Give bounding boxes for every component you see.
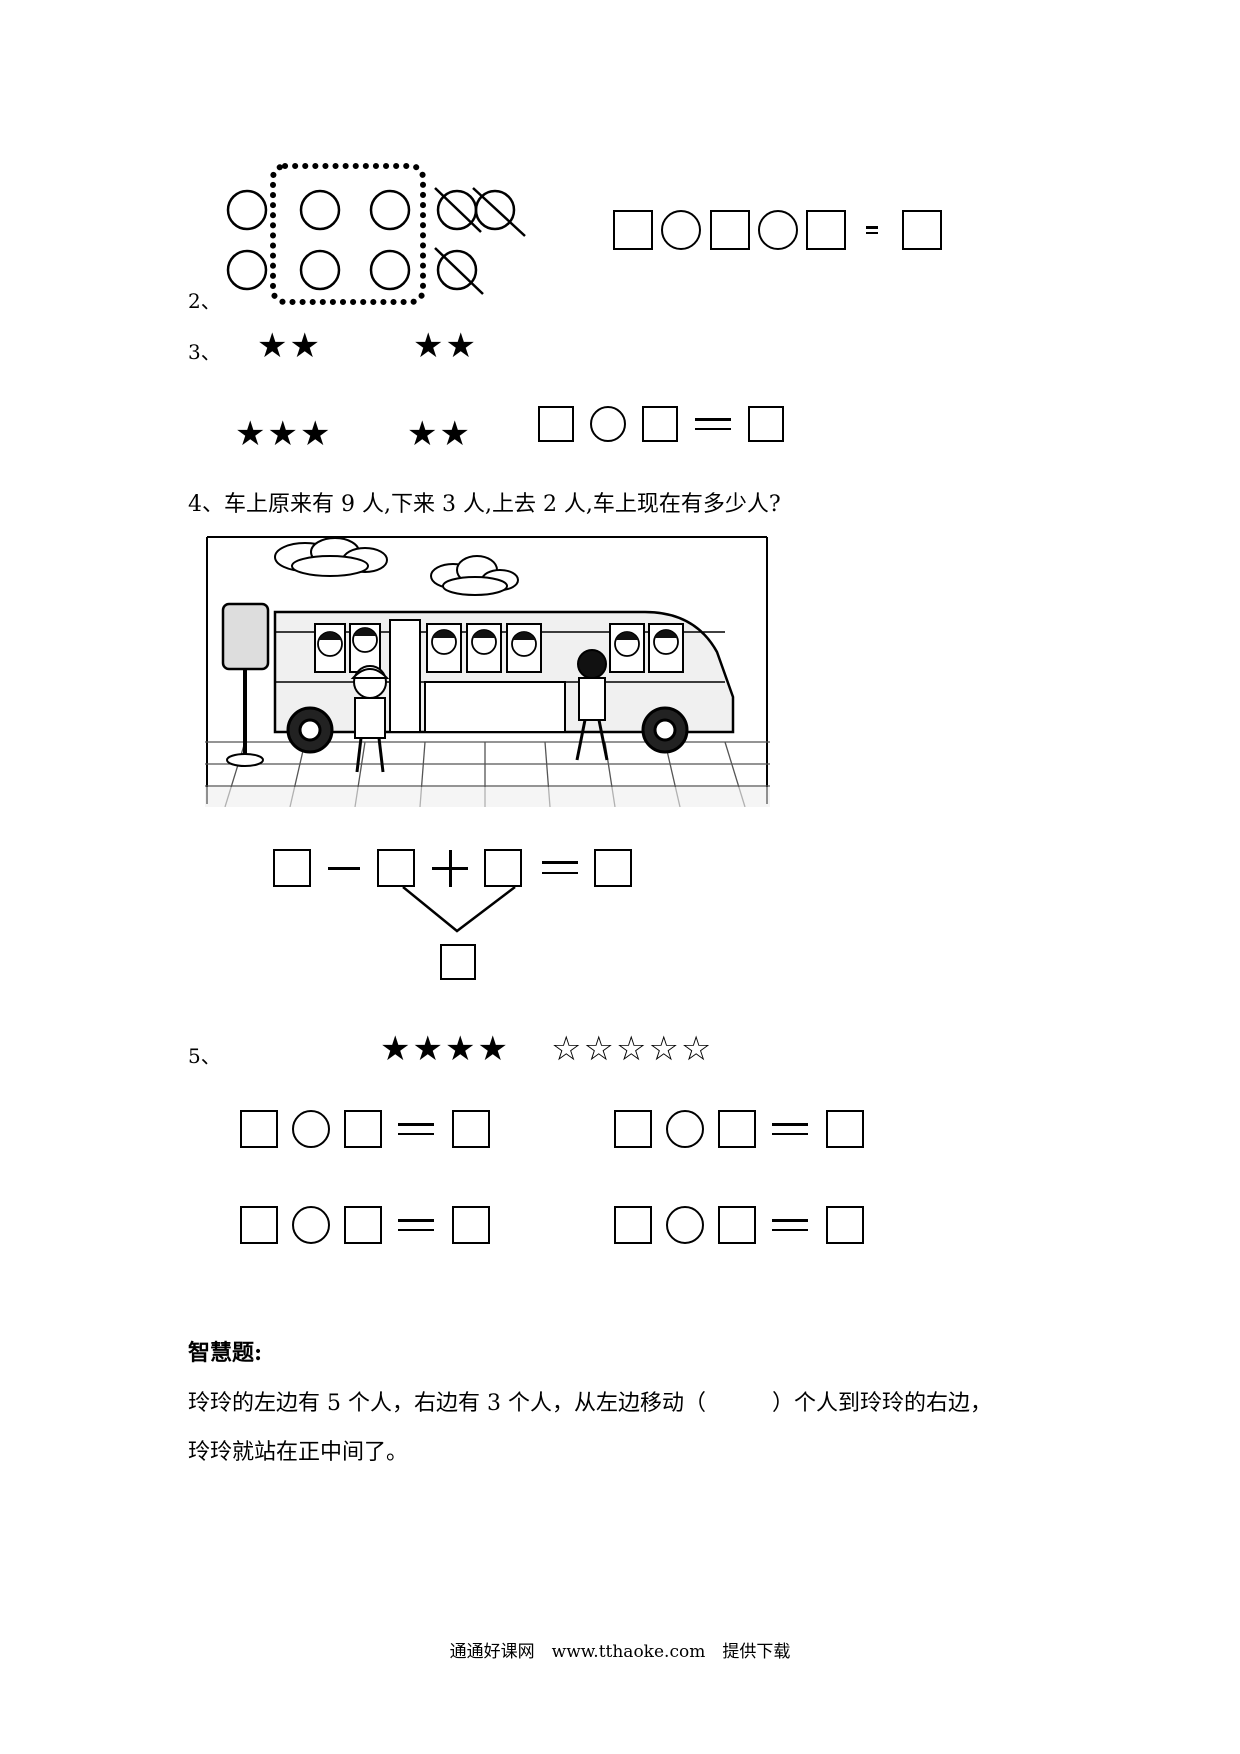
q2-equals-sign: [866, 226, 878, 234]
q4-answer-box-1[interactable]: [273, 849, 311, 887]
q2-operator-circle-2[interactable]: [758, 210, 798, 250]
wisdom-line-1: 玲玲的左边有 5 个人，右边有 3 个人，从左边移动（ ）个人到玲玲的右边，: [188, 1391, 992, 1416]
q3-stars-row2-left: ★★★: [235, 414, 333, 454]
q5-eq2-box-1[interactable]: [614, 1110, 652, 1148]
q3-answer-box-1[interactable]: [538, 406, 574, 442]
q3-answer-box-2[interactable]: [642, 406, 678, 442]
q5-number: 5、: [188, 1044, 221, 1068]
q4-branch-lines: [402, 886, 516, 933]
q5-eq3-operator[interactable]: [292, 1206, 330, 1244]
q5-solid-stars: ★★★★: [380, 1029, 510, 1069]
q3-stars-row1-right: ★★: [413, 326, 478, 366]
q5-eq4-box-1[interactable]: [614, 1206, 652, 1244]
q2-answer-box-3[interactable]: [806, 210, 846, 250]
q5-eq1-operator[interactable]: [292, 1110, 330, 1148]
q5-eq3-box-2[interactable]: [344, 1206, 382, 1244]
wisdom-title: 智慧题:: [188, 1340, 263, 1366]
q5-eq2-operator[interactable]: [666, 1110, 704, 1148]
q5-eq1-box-1[interactable]: [240, 1110, 278, 1148]
q5-eq4-equals: [772, 1219, 808, 1231]
q5-eq2-equals: [772, 1123, 808, 1135]
q2-operator-circle-1[interactable]: [661, 210, 701, 250]
q2-circle-diagram: [226, 163, 526, 305]
q5-eq1-box-2[interactable]: [344, 1110, 382, 1148]
q3-stars-row2-right: ★★: [407, 414, 472, 454]
q5-eq4-operator[interactable]: [666, 1206, 704, 1244]
q5-eq4-result[interactable]: [826, 1206, 864, 1244]
q4-result-box[interactable]: [594, 849, 632, 887]
q3-number: 3、: [188, 340, 221, 364]
q5-hollow-stars: ☆☆☆☆☆: [551, 1029, 714, 1069]
q5-eq1-result[interactable]: [452, 1110, 490, 1148]
wisdom-line-2: 玲玲就站在正中间了。: [188, 1440, 409, 1465]
q3-operator-circle[interactable]: [590, 406, 626, 442]
q4-answer-box-2[interactable]: [377, 849, 415, 887]
q4-equals-sign: [542, 861, 578, 874]
q4-plus-sign-v: [449, 850, 452, 887]
q2-result-box[interactable]: [902, 210, 942, 250]
q4-question-text: 4、车上原来有 9 人,下来 3 人,上去 2 人,车上现在有多少人?: [188, 492, 781, 517]
bus-stop-illustration: [205, 532, 770, 807]
q5-eq3-equals: [398, 1219, 434, 1231]
q4-minus-sign: [328, 867, 360, 870]
q5-eq3-result[interactable]: [452, 1206, 490, 1244]
q2-answer-box-1[interactable]: [613, 210, 653, 250]
q5-eq1-equals: [398, 1123, 434, 1135]
q5-eq2-result[interactable]: [826, 1110, 864, 1148]
footer-credit: 通通好课网 www.tthaoke.com 提供下载: [449, 1642, 791, 1662]
q5-eq2-box-2[interactable]: [718, 1110, 756, 1148]
q3-equals-sign: [695, 418, 731, 430]
q2-answer-box-2[interactable]: [710, 210, 750, 250]
q5-eq3-box-1[interactable]: [240, 1206, 278, 1244]
q5-eq4-box-2[interactable]: [718, 1206, 756, 1244]
q4-sum-box[interactable]: [440, 944, 476, 980]
q3-stars-row1-left: ★★: [257, 326, 322, 366]
q2-number: 2、: [188, 289, 221, 313]
q4-answer-box-3[interactable]: [484, 849, 522, 887]
q3-result-box[interactable]: [748, 406, 784, 442]
